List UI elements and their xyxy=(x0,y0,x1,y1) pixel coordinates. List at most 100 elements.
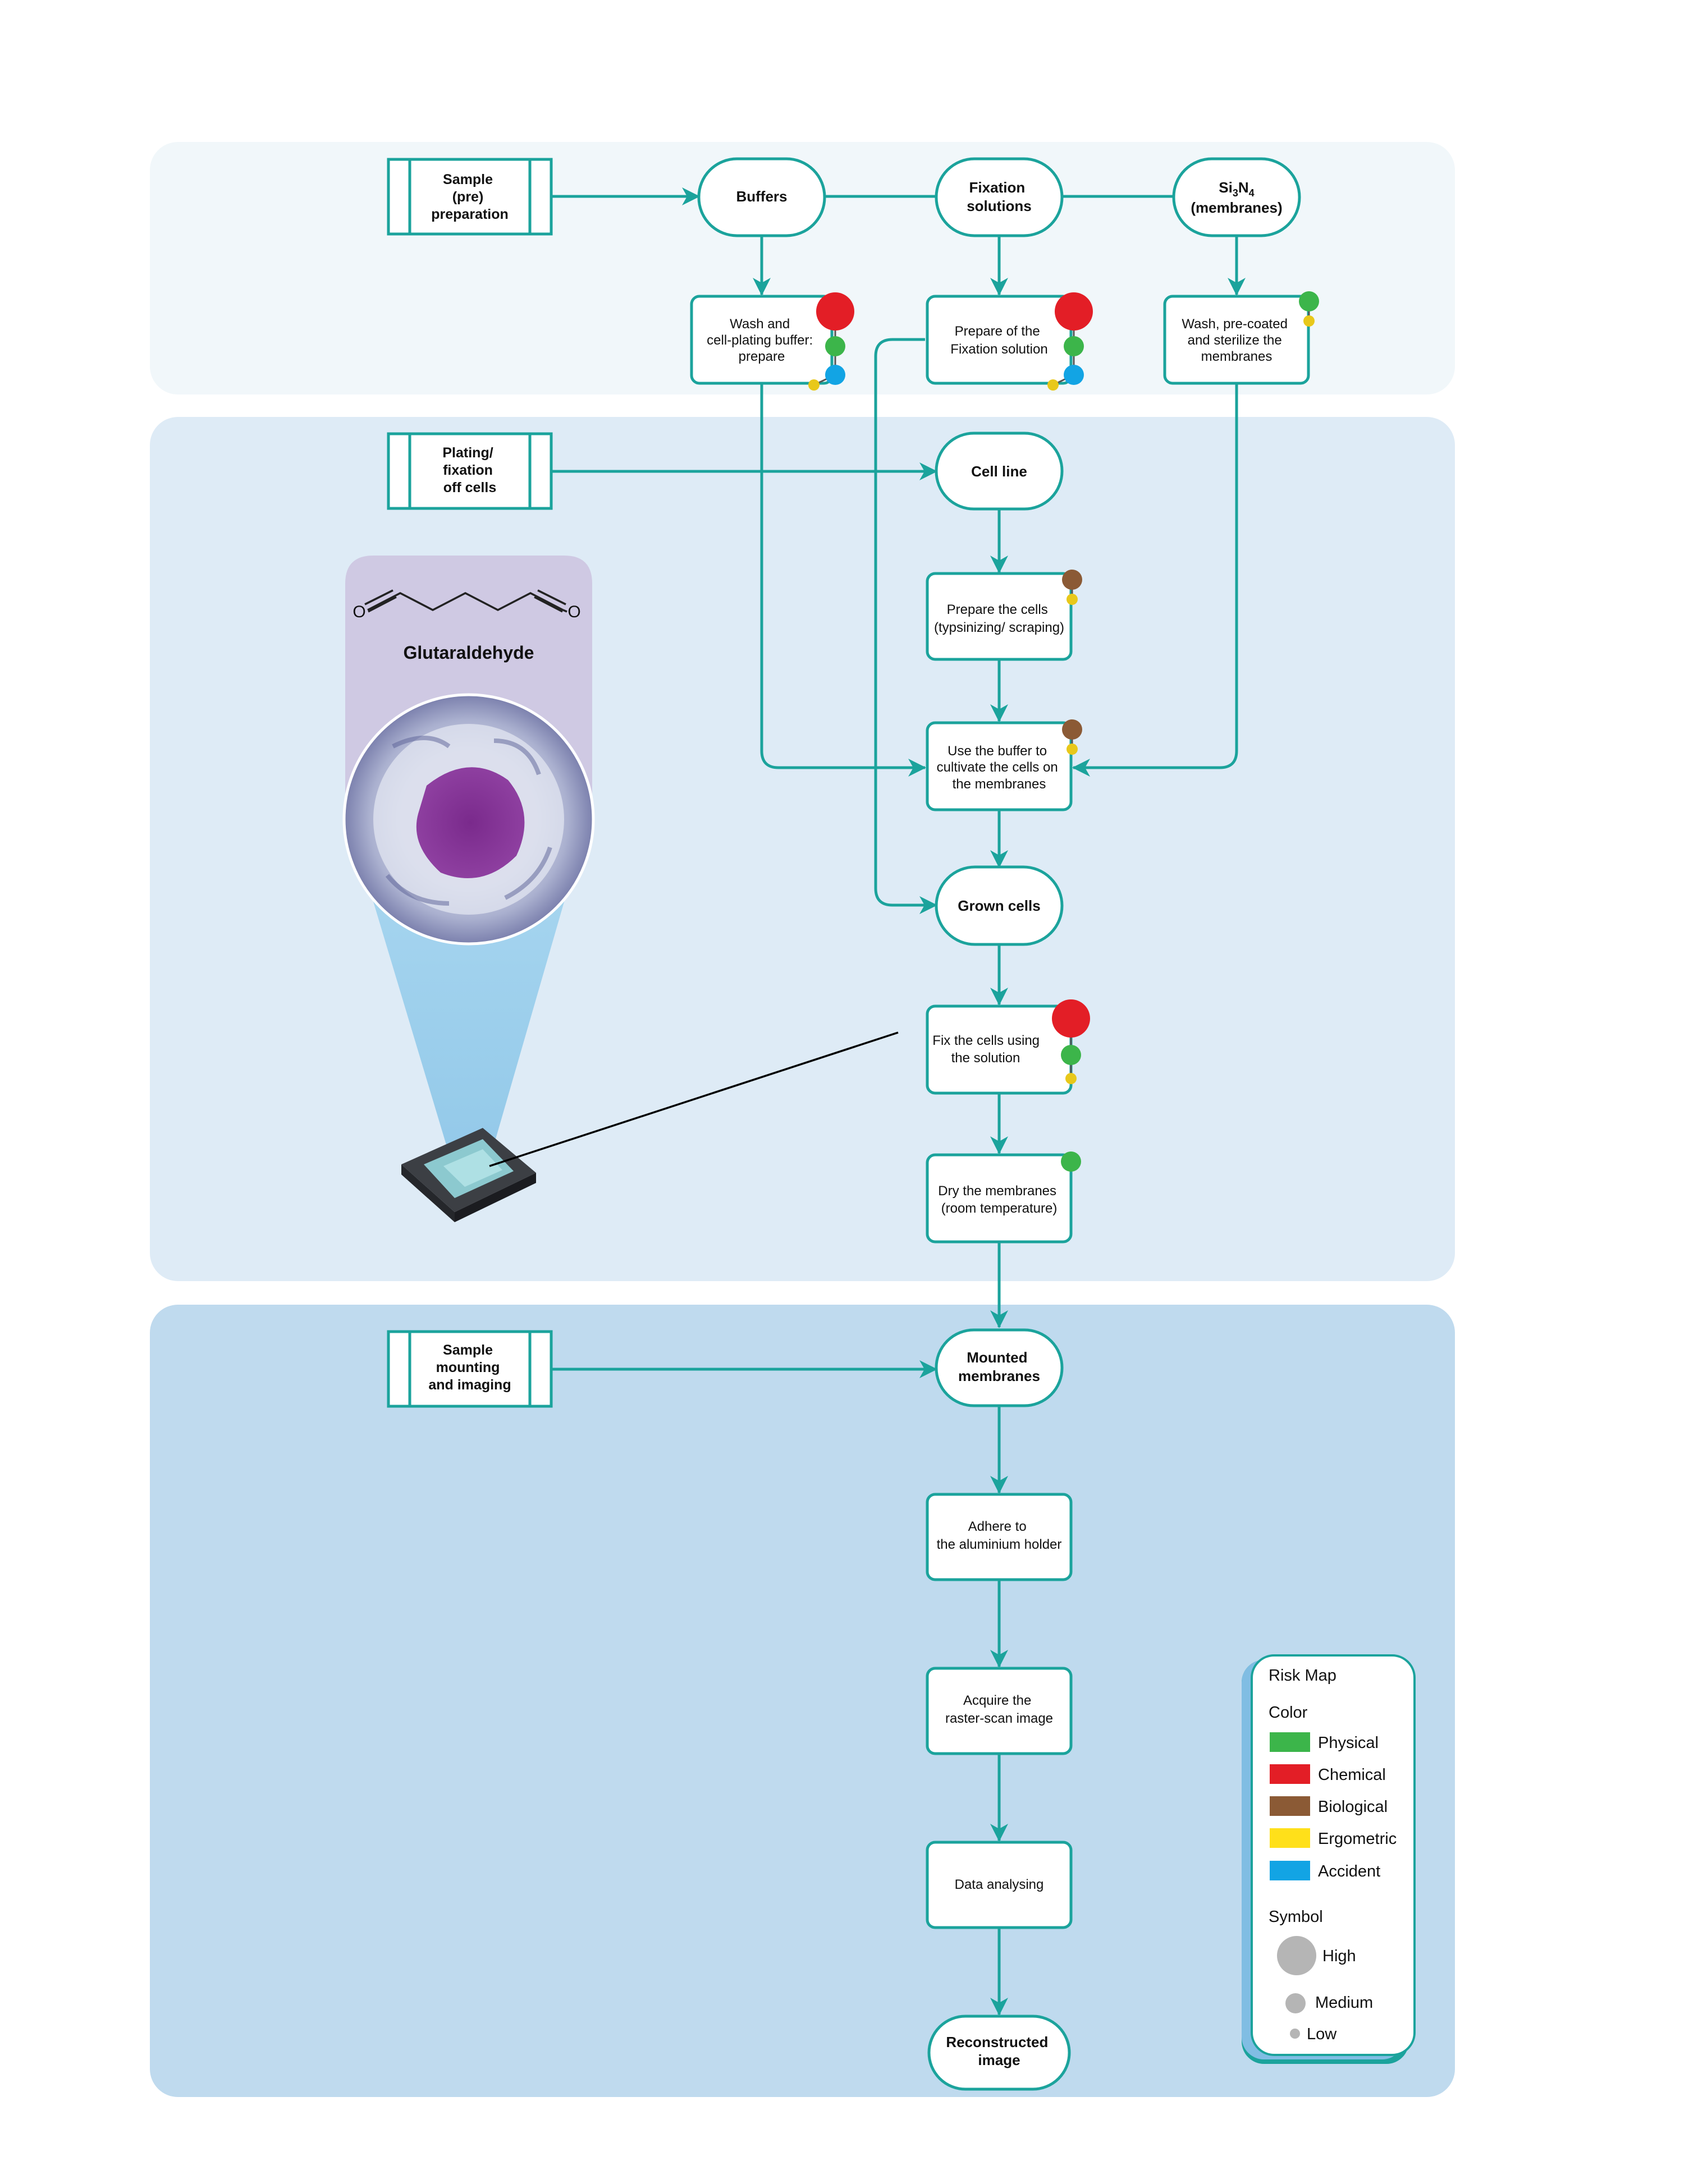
pointer-line xyxy=(489,1031,899,1167)
node-label: Buffers xyxy=(736,188,787,205)
risk-ergometric-low xyxy=(1067,594,1078,605)
node-label: Prepare the cells xyxy=(947,602,1048,617)
node-label: Dry the membranes xyxy=(938,1183,1056,1199)
risk-physical-medium xyxy=(1061,1151,1081,1172)
risk-accident-medium xyxy=(825,365,845,385)
header-line: (pre) xyxy=(452,189,484,205)
legend-label-low: Low xyxy=(1307,2025,1337,2043)
cell-texture xyxy=(385,736,552,906)
node-prepare-fixation: Prepare of the Fixation solution xyxy=(926,295,1073,385)
node-label: (membranes) xyxy=(1191,199,1282,216)
risk-ergometric-low xyxy=(1065,1073,1077,1084)
legend-swatch-physical xyxy=(1270,1732,1310,1752)
legend-symbol-high xyxy=(1277,1936,1316,1975)
header-line: fixation xyxy=(443,462,493,478)
node-label: Use the buffer to xyxy=(948,744,1047,759)
section-header-sample-preparation: Sample (pre) preparation xyxy=(387,158,553,236)
risk-map-legend: Risk Map Color Physical Chemical Biologi… xyxy=(1242,1654,1416,2064)
node-grown-cells: Grown cells xyxy=(935,865,1064,946)
risk-ergometric-low xyxy=(1047,379,1059,391)
node-wash-membranes: Wash, pre-coated and sterilize the membr… xyxy=(1163,295,1310,385)
risk-markers-dry-membranes xyxy=(1061,1151,1081,1172)
risk-chemical-high xyxy=(1052,999,1090,1038)
risk-chemical-high xyxy=(1055,292,1093,331)
node-wash-buffer: Wash and cell-plating buffer: prepare xyxy=(690,295,834,385)
legend-title: Risk Map xyxy=(1269,1667,1336,1685)
node-label: Wash, pre-coated xyxy=(1182,316,1288,332)
node-label: prepare xyxy=(739,349,785,364)
header-line: Sample xyxy=(443,172,493,187)
legend-symbol-heading: Symbol xyxy=(1269,1908,1323,1926)
node-acquire: Acquire the raster-scan image xyxy=(926,1667,1073,1755)
node-label: Prepare of the xyxy=(955,324,1040,339)
section-header-mounting-imaging: Sample mounting and imaging xyxy=(387,1330,553,1408)
svg-text:Use the buffer to cultiv: Use the buffer to cultivate the cells on… xyxy=(937,744,1062,792)
node-reconstructed-image: Reconstructed image xyxy=(927,2015,1071,2091)
risk-biological-medium xyxy=(1062,570,1082,590)
node-label: raster-scan image xyxy=(945,1711,1053,1726)
svg-text:Prepare of the Fixation: Prepare of the Fixation solution xyxy=(950,324,1047,357)
svg-text:Wash and cell-plating bu: Wash and cell-plating buffer: prepare xyxy=(707,316,817,364)
node-label: cultivate the cells on xyxy=(937,760,1058,775)
node-label: Wash and xyxy=(730,316,790,332)
svg-text:Plating/ fixation: Plating/ fixation off cells xyxy=(442,445,497,495)
node-label: cell-plating buffer: xyxy=(707,333,813,348)
node-fix-cells: Fix the cells using the solution xyxy=(926,1004,1073,1095)
svg-text:Dry the membranes (room: Dry the membranes (room temperature) xyxy=(938,1183,1060,1216)
node-label: Cell line xyxy=(971,463,1027,480)
svg-text:Mounted membranes: Mounted membranes xyxy=(958,1349,1040,1384)
risk-ergometric-low xyxy=(1303,315,1315,327)
svg-text:Fix the cells using the: Fix the cells using the solution xyxy=(932,1033,1043,1066)
node-label: the membranes xyxy=(953,777,1046,792)
connectors xyxy=(551,187,1246,2016)
node-buffers: Buffers xyxy=(697,157,826,237)
header-line: off cells xyxy=(443,480,496,495)
risk-physical-medium xyxy=(1299,291,1319,311)
node-label: (room temperature) xyxy=(941,1201,1058,1216)
node-adhere: Adhere to the aluminium holder xyxy=(926,1493,1073,1581)
node-label: Fix the cells using xyxy=(932,1033,1040,1048)
molecule-name: Glutaraldehyde xyxy=(404,643,534,663)
header-line: Plating/ xyxy=(442,445,493,461)
section-plating-fixation xyxy=(150,417,1455,1281)
node-si3n4-membranes: Si3N4 (membranes) xyxy=(1172,157,1301,237)
node-label: image xyxy=(978,2052,1020,2068)
node-label: Acquire the xyxy=(963,1693,1031,1708)
svg-text:Sample mounting an: Sample mounting and imaging xyxy=(428,1342,511,1393)
legend-swatch-ergometric xyxy=(1270,1828,1310,1848)
node-label: membranes xyxy=(958,1368,1040,1384)
header-line: Sample xyxy=(443,1342,493,1358)
atom-oxygen-right: O xyxy=(567,603,580,621)
header-line: preparation xyxy=(431,207,509,222)
legend-symbol-medium xyxy=(1285,1993,1306,2013)
legend-color-heading: Color xyxy=(1269,1704,1308,1722)
risk-markers-prepare-fixation xyxy=(1047,292,1093,391)
membrane-chip xyxy=(401,1128,536,1222)
section-header-plating-fixation: Plating/ fixation off cells xyxy=(387,432,553,510)
legend-swatch-chemical xyxy=(1270,1764,1310,1784)
node-label: membranes xyxy=(1201,349,1273,364)
svg-text:Reconstructed image: Reconstructed image xyxy=(946,2034,1052,2068)
legend-label-accident: Accident xyxy=(1318,1862,1380,1880)
node-cell-line: Cell line xyxy=(935,432,1064,511)
risk-markers-fix-cells xyxy=(1052,999,1090,1084)
svg-text:Sample (pre) prepa: Sample (pre) preparation xyxy=(431,172,509,222)
node-label: the solution xyxy=(951,1050,1020,1066)
node-label: and sterilize the xyxy=(1188,333,1282,348)
molecule-structure xyxy=(364,589,567,613)
legend-symbol-low xyxy=(1290,2029,1300,2039)
node-label: Reconstructed xyxy=(946,2034,1048,2050)
risk-physical-medium xyxy=(1061,1045,1081,1065)
node-fixation-solutions: Fixation solutions xyxy=(935,157,1064,237)
svg-text:Fixation solutions: Fixation solutions xyxy=(967,179,1032,214)
risk-accident-medium xyxy=(1064,365,1084,385)
node-label: Grown cells xyxy=(958,897,1040,914)
node-label: solutions xyxy=(967,198,1032,214)
risk-markers-use-buffer xyxy=(1062,719,1082,755)
formula-si3n4: Si3N4 xyxy=(1219,179,1254,199)
node-label: (typsinizing/ scraping) xyxy=(934,620,1064,635)
risk-markers-prepare-cells xyxy=(1062,570,1082,605)
microscope-beam xyxy=(370,892,567,1145)
svg-text:Acquire the raster-scan: Acquire the raster-scan image xyxy=(945,1693,1053,1726)
